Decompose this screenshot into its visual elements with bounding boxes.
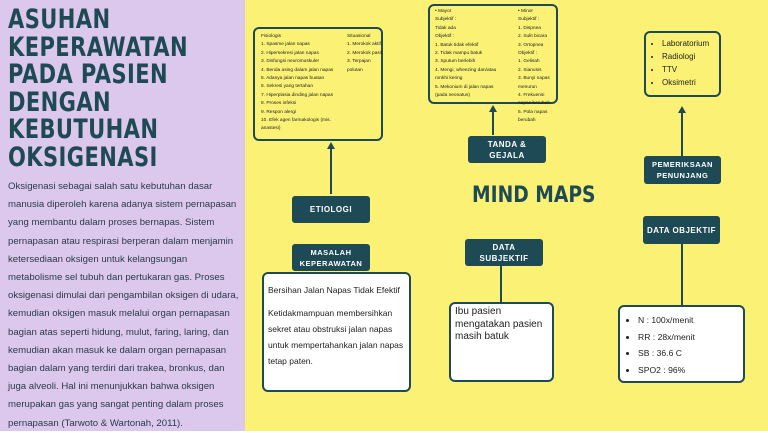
list-item: 7. Hiperplasia dinding jalan napas [261,92,334,98]
pemeriksaan-label: PEMERIKSAAN PENUNJANG [644,156,721,184]
fisiologis-title: Fisiologis [261,34,281,39]
masalah-definition: Ketidakmampuan membersihkan sekret atau … [268,308,404,366]
list-item: 1. Gelisah [518,59,540,65]
minor-objektif-title: Objektif : [518,51,537,57]
tanda-gejala-label: TANDA & GEJALA [468,136,546,163]
list-item: 4. Mengi, wheezing dan/atau ronkhi kerin… [435,67,497,82]
etiologi-box: Fisiologis 1. Spasme jalan napas 2. Hipe… [253,27,383,141]
minor-title: • Minor [518,9,534,14]
list-item: Laboratorium [662,37,717,50]
situasional-list: 1. Merokok aktif 2. Merokok pasif 3. Ter… [347,41,383,75]
list-item: 4. Frekuensi napas berubah [518,93,551,107]
list-item: 4. Benda asing dalam jalan napas [261,67,334,73]
connector-line [681,244,683,305]
list-item: 5. Adanya jalan napas buatan [261,76,325,82]
list-item: 1. Dispnea [518,25,541,31]
list-item: 2. Sulit bicara [518,34,548,40]
list-item: 3. Terpajan polutan [347,59,371,73]
data-subjektif-text: Ibu pasien mengatakan pasien masih batuk [455,306,543,342]
connector-line [500,266,502,302]
list-item: 2. Tidak mampu batuk [435,51,483,57]
connector-line [492,111,494,135]
data-subjektif-box: Ibu pasien mengatakan pasien masih batuk [449,302,554,382]
connector-arrow [489,105,497,112]
list-item: 3. Sputum berlebih [435,59,476,65]
list-item: RR : 28x/menit [638,329,739,346]
situasional-title: Situasional [347,34,371,39]
connector-line [330,148,332,194]
list-item: 2. Merokok pasif [347,50,383,56]
masalah-label: MASALAH KEPERAWATAN [292,244,370,271]
minor-objektif-list: 1. Gelisah 2. Sianosis 3. Bunyi napas me… [518,58,558,125]
list-item: 8. Proses infeksi [261,101,297,107]
masalah-box: Bersihan Jalan Napas Tidak Efektif Ketid… [262,272,411,392]
data-objektif-label: DATA OBJEKTIF [643,216,720,244]
etiologi-label: ETIOLOGI [292,196,370,223]
masalah-title: Bersihan Jalan Napas Tidak Efektif [268,285,400,295]
description-text: Oksigenasi sebagai salah satu kebutuhan … [8,181,239,429]
pemeriksaan-box: Laboratorium Radiologi TTV Oksimetri [644,31,721,97]
data-objektif-box: N : 100x/menit RR : 28x/menit SB : 36.6 … [618,305,745,383]
list-item: Radiologi [662,50,717,63]
list-item: 3. Ortopnea [518,42,544,48]
list-item: N : 100x/menit [638,312,739,329]
mayor-objektif-list: 1. Batuk tidak efektif 2. Tidak mampu ba… [435,42,497,101]
list-item: SPO2 : 96% [638,362,739,379]
list-item: 3. Bunyi napas menurun [518,76,550,90]
connector-arrow [327,142,335,149]
tanda-gejala-box: • Mayor Subjektif : Tidak ada Objektif :… [428,4,558,123]
data-objektif-list: N : 100x/menit RR : 28x/menit SB : 36.6 … [624,312,739,378]
list-item: 1. Batuk tidak efektif [435,42,479,48]
list-item: 5. Mekonium di jalan napas (pada neonatu… [435,84,494,99]
data-subjektif-label: DATA SUBJEKTIF [465,239,543,266]
list-item: 2. Hipersekresi jalan napas [261,50,319,56]
list-item: Oksimetri [662,76,717,89]
mayor-title: • Mayor [435,9,452,14]
pemeriksaan-list: Laboratorium Radiologi TTV Oksimetri [648,37,717,89]
list-item: 2. Sianosis [518,67,542,73]
mayor-subjektif-title: Subjektif : [435,17,457,23]
minor-subjektif-title: Subjektif : [518,17,540,23]
mayor-subjektif-value: Tidak ada [435,25,456,31]
minor-subjektif-list: 1. Dispnea 2. Sulit bicara 3. Ortopnea [518,25,558,50]
connector-line [681,112,683,156]
list-item: 9. Respon alergi [261,109,296,115]
list-item: 3. Disfungsi neuromuskuler [261,59,320,65]
mayor-objektif-title: Objektif : [435,34,454,40]
list-item: 1. Merokok aktif [347,42,381,48]
mind-map-title: MIND MAPS [472,183,596,208]
list-item: 10. Efek agen farmakologis (mis. anastes… [261,118,331,132]
list-item: 5. Pola napas berubah [518,109,548,124]
fisiologis-list: 1. Spasme jalan napas 2. Hipersekresi ja… [261,41,345,133]
list-item: SB : 36.6 C [638,345,739,362]
left-panel [0,0,245,431]
connector-arrow [678,106,686,113]
page-title: ASUHAN KEPERAWATAN PADA PASIEN DENGAN KE… [8,4,188,173]
list-item: 1. Spasme jalan napas [261,42,310,48]
list-item: 6. Sekresi yang tertahan [261,84,313,90]
list-item: TTV [662,63,717,76]
